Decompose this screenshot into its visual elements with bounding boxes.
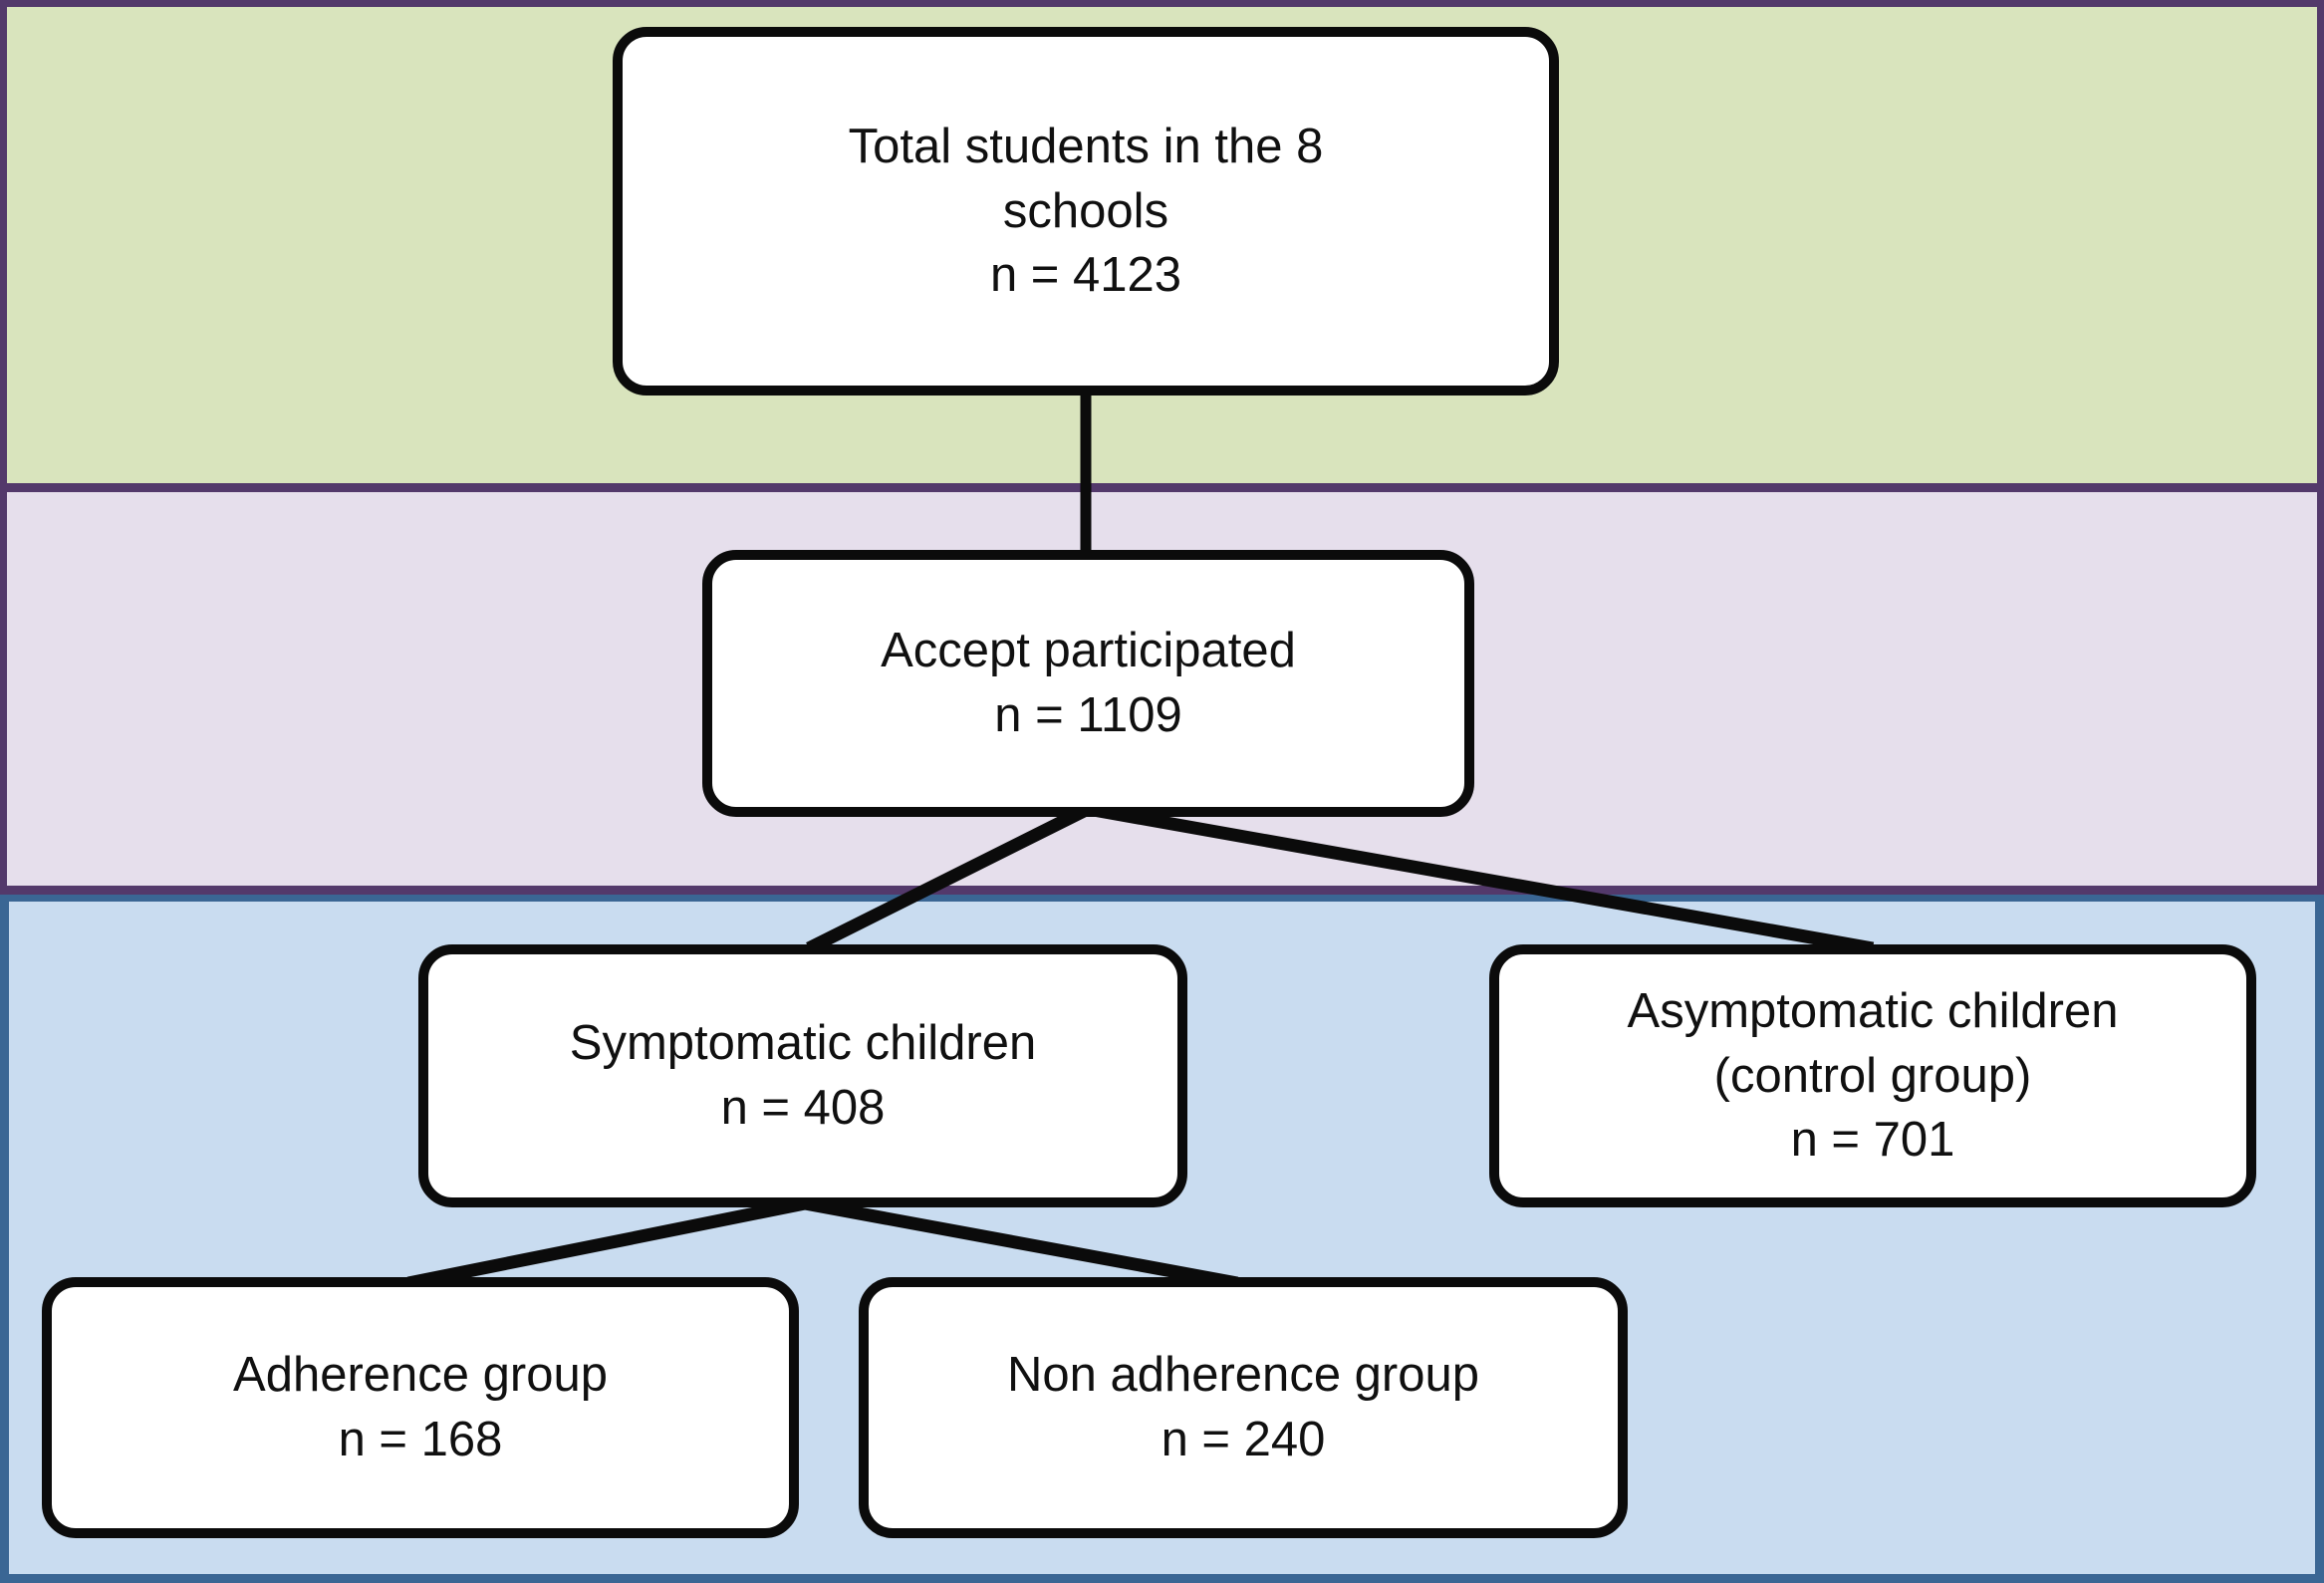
- edge-symptomatic-to-nonadherence: [803, 1196, 1239, 1290]
- symptomatic-children-label: Symptomatic children: [569, 1016, 1037, 1071]
- adherence-group-node: Adherence group n = 168: [42, 1277, 799, 1538]
- symptomatic-children-node: Symptomatic children n = 408: [418, 944, 1187, 1207]
- total-students-node: Total students in the 8 schools n = 4123: [613, 27, 1559, 396]
- adherence-group-count: n = 168: [338, 1413, 503, 1466]
- accept-participated-node: Accept participated n = 1109: [702, 550, 1474, 817]
- non-adherence-group-count: n = 240: [1161, 1413, 1326, 1466]
- edge-accept-to-asymptomatic: [1086, 802, 1875, 955]
- non-adherence-group-label: Non adherence group: [1006, 1348, 1480, 1403]
- adherence-group-label: Adherence group: [233, 1348, 608, 1403]
- total-students-line-2: schools: [1002, 183, 1169, 238]
- asymptomatic-children-line-2: (control group): [1713, 1048, 2032, 1103]
- asymptomatic-children-count: n = 701: [1790, 1113, 1955, 1168]
- symptomatic-children-count: n = 408: [720, 1081, 886, 1135]
- edge-symptomatic-to-adherence: [406, 1196, 807, 1290]
- total-students-count: n = 4123: [989, 248, 1182, 303]
- edge-accept-to-symptomatic: [806, 803, 1091, 954]
- asymptomatic-children-line-1: Asymptomatic children: [1627, 983, 2119, 1038]
- accept-participated-count: n = 1109: [994, 688, 1182, 742]
- non-adherence-group-node: Non adherence group n = 240: [859, 1277, 1628, 1538]
- accept-participated-label: Accept participated: [881, 624, 1296, 678]
- total-students-line-1: Total students in the 8: [848, 119, 1324, 173]
- asymptomatic-children-node: Asymptomatic children (control group) n …: [1489, 944, 2256, 1207]
